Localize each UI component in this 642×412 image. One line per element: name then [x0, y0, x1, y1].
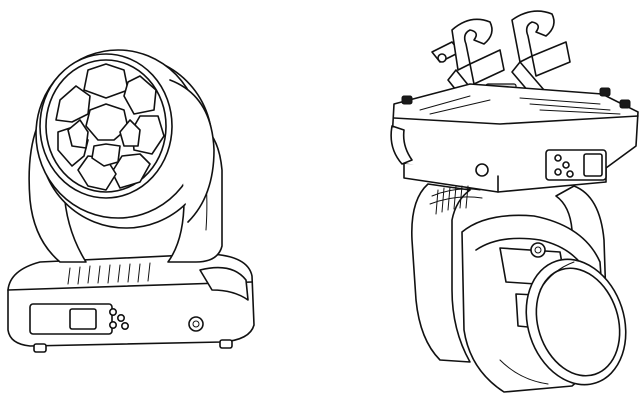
head-left — [35, 49, 215, 229]
lens-array — [39, 53, 173, 199]
moving-head-upright — [7, 49, 255, 353]
carry-handle — [199, 266, 249, 301]
fixture-base-right — [390, 83, 639, 193]
lcd-screen — [69, 308, 97, 330]
head-right — [461, 214, 627, 393]
fixture-base-left — [7, 253, 255, 353]
carry-handle-right — [390, 125, 413, 165]
moving-head-hanging — [390, 10, 639, 393]
connector-port — [188, 316, 204, 332]
